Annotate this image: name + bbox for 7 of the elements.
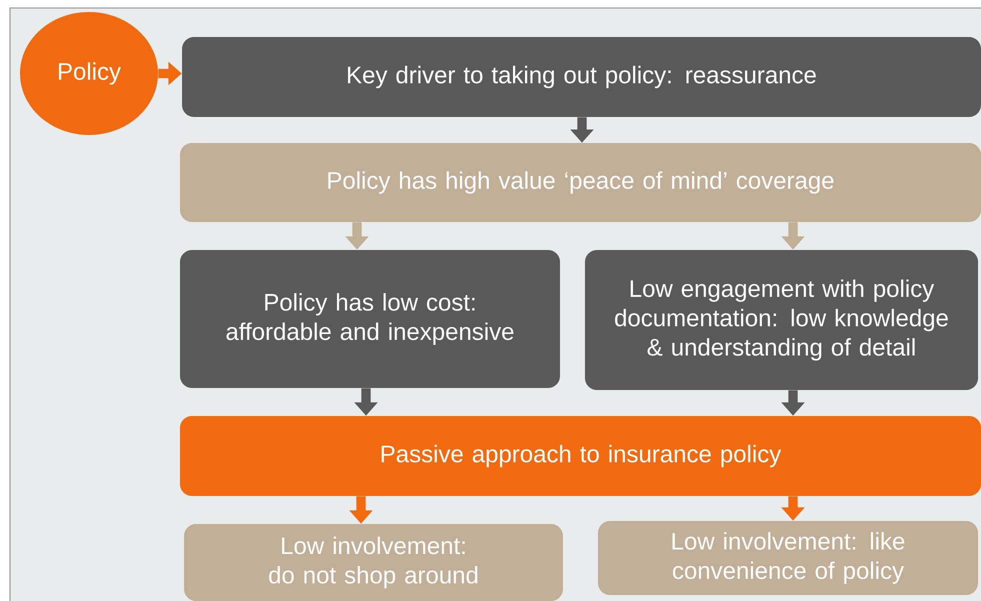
process-box: Low involvement: like convenience of policy [598, 521, 978, 595]
process-box: Key driver to taking out policy: reassurance [182, 37, 981, 117]
process-box: Policy has low cost: affordable and inexpensive [180, 250, 560, 388]
process-box: Policy has high value ‘peace of mind’ coverage [180, 143, 981, 222]
process-box: Low involvement: do not shop around [184, 524, 563, 601]
process-box: Passive approach to insurance policy [180, 416, 981, 496]
process-box: Low engagement with policy documentation: low knowledge & understanding of detail [584, 250, 978, 390]
